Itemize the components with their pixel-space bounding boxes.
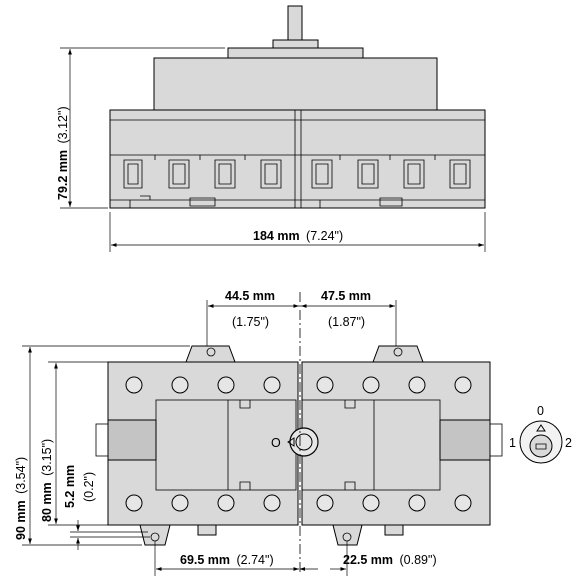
- bottom-right-value: 22.5 mm: [343, 553, 393, 567]
- height-80-imperial: (3.15"): [40, 439, 54, 476]
- upper-housing: [153, 57, 438, 111]
- handle-pos-1: 1: [509, 436, 516, 450]
- shaft-collar: [272, 39, 319, 49]
- bottom-left-imperial: (2.74"): [237, 553, 274, 567]
- side-height-imperial: (3.12"): [56, 106, 70, 143]
- height-90-label: 90 mm (3.54"): [14, 457, 28, 540]
- offset-5-2-imperial: (0.2"): [82, 472, 96, 502]
- height-90-imperial: (3.54"): [14, 457, 28, 494]
- terminal-row: [123, 155, 471, 208]
- bottom-tab-right: [332, 524, 363, 546]
- side-height-label: 79.2 mm (3.12"): [56, 106, 70, 200]
- bottom-right-label: 22.5 mm (0.89"): [343, 553, 437, 567]
- bottom-left-value: 69.5 mm: [180, 553, 230, 567]
- handle-pos-0: 0: [537, 404, 544, 418]
- lower-housing: [109, 109, 486, 209]
- handle-position-detail: 0 1 2: [509, 404, 572, 464]
- handle-pos-2: 2: [565, 436, 572, 450]
- pitch-left-value: 44.5 mm: [225, 289, 275, 303]
- height-80-value: 80 mm: [40, 482, 54, 522]
- side-width-label: 184 mm (7.24"): [253, 229, 343, 243]
- switch-position-label: O: [271, 436, 281, 450]
- side-view: 79.2 mm (3.12") 184 mm (7.24"): [56, 5, 486, 252]
- top-view: O 44.5 mm (1.75") 47.5 mm (1.87") 90 mm …: [14, 289, 503, 576]
- pitch-left-imperial: (1.75"): [232, 315, 269, 329]
- bottom-left-label: 69.5 mm (2.74"): [180, 553, 274, 567]
- switch-knob: [287, 427, 319, 457]
- pitch-right-value: 47.5 mm: [321, 289, 371, 303]
- side-width-imperial: (7.24"): [306, 229, 343, 243]
- offset-5-2-value: 5.2 mm: [63, 465, 77, 508]
- bottom-right-imperial: (0.89"): [400, 553, 437, 567]
- height-90-value: 90 mm: [14, 500, 28, 540]
- terminal-holes: [125, 376, 472, 512]
- side-width-value: 184 mm: [253, 229, 300, 243]
- pitch-right-imperial: (1.87"): [328, 315, 365, 329]
- height-80-label: 80 mm (3.15"): [40, 439, 54, 522]
- side-height-value: 79.2 mm: [56, 150, 70, 200]
